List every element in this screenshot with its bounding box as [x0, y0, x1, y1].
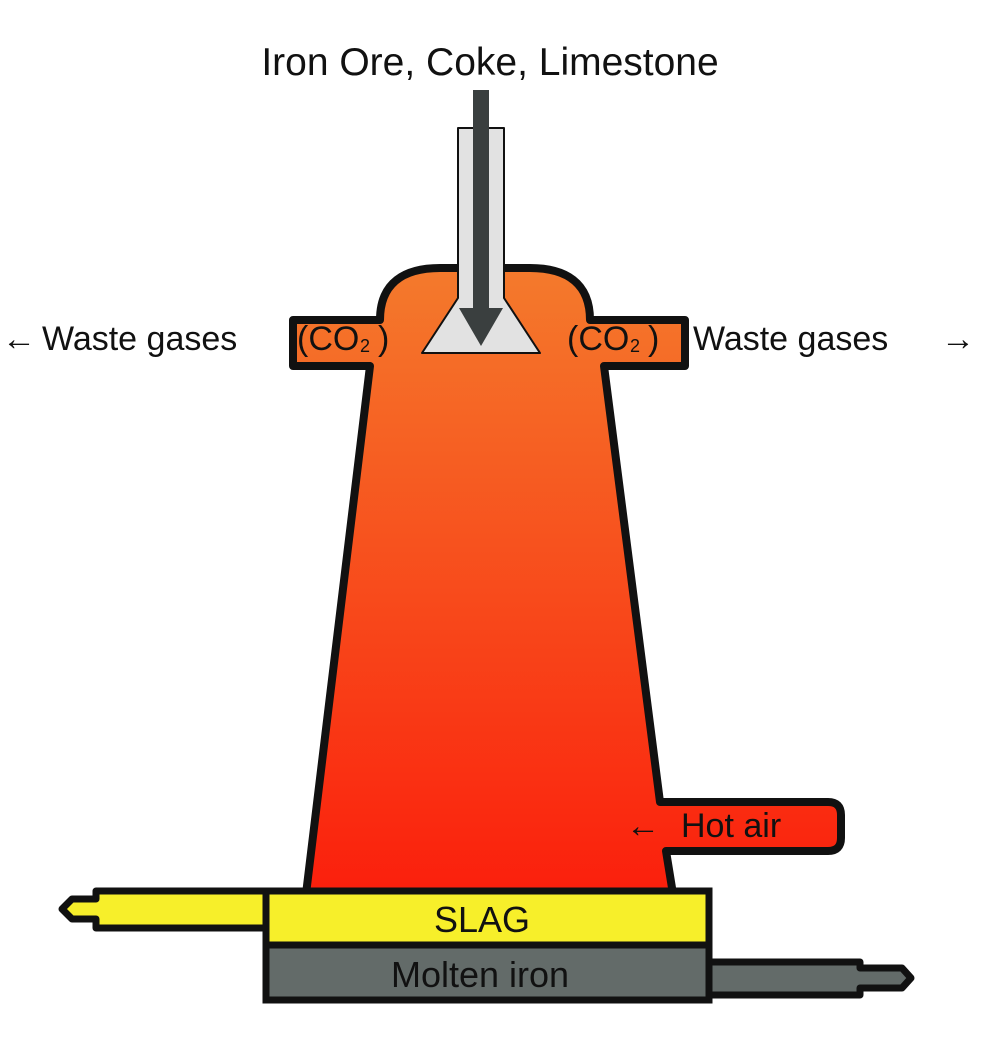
left-outlet-label: Waste gases [42, 320, 237, 358]
left-outlet-gas-subscript: 2 [360, 336, 370, 356]
right-outlet-label: Waste gases [693, 320, 888, 358]
right-outlet-gas-close: ) [648, 320, 659, 358]
right-outlet-gas-open: (CO [567, 320, 629, 358]
molten-iron-label: Molten iron [391, 954, 569, 995]
hot-air-arrow: ← [626, 807, 660, 845]
molten-iron-layer [262, 941, 713, 1004]
slag-tap-pipe [58, 887, 274, 932]
hot-air-label: Hot air [681, 807, 781, 845]
right-outlet-gas-subscript: 2 [630, 336, 640, 356]
left-outlet-gas-close: ) [378, 320, 389, 358]
slag-label: SLAG [434, 899, 530, 940]
furnace-body [289, 264, 845, 898]
feed-arrow [459, 90, 503, 346]
left-outlet-gas-open: (CO [297, 320, 359, 358]
feed-label: Iron Ore, Coke, Limestone [261, 41, 718, 84]
right-outlet-arrow: → [941, 320, 975, 358]
left-outlet-arrow: ← [2, 320, 36, 358]
iron-tap-pipe [701, 958, 915, 999]
